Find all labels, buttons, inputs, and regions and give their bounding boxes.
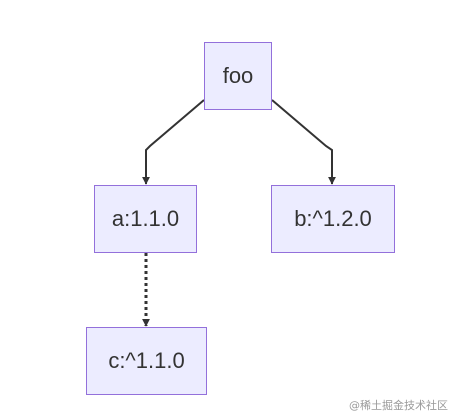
watermark: @稀土掘金技术社区 (349, 399, 448, 412)
node-foo: foo (204, 42, 272, 110)
node-b: b:^1.2.0 (271, 185, 395, 253)
edge-foo-to-a (142, 99, 205, 185)
node-a: a:1.1.0 (94, 185, 197, 253)
edge-foo-to-b (271, 99, 336, 185)
node-c: c:^1.1.0 (86, 327, 207, 395)
